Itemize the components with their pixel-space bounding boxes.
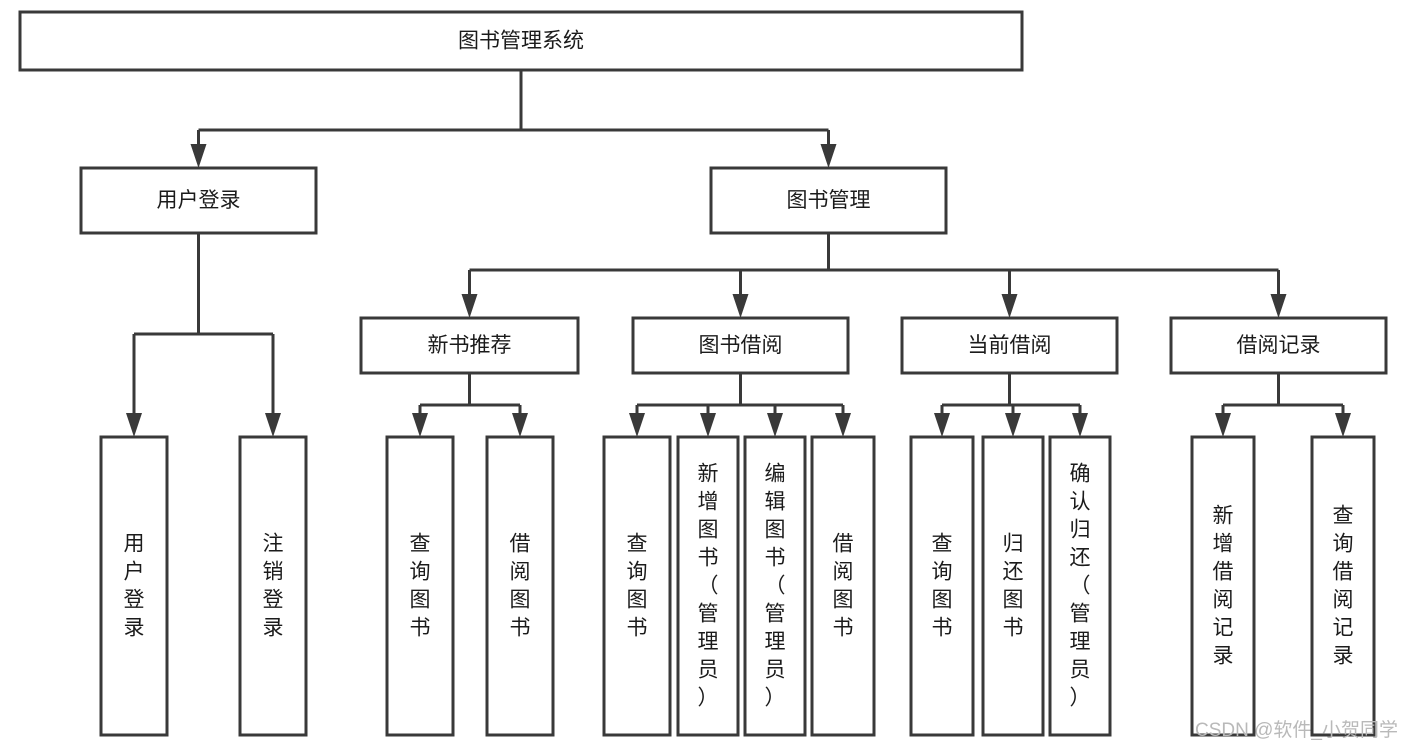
node-label-leaf-add-book: 新增图书（管理员） [698,463,719,710]
arrow-head-leaf-return-book [1005,413,1021,437]
node-box-leaf-confirm-return[interactable] [1048,435,1112,737]
node-box-leaf-user-login[interactable] [99,435,169,737]
node-box-leaf-logout[interactable] [238,435,308,737]
arrow-head-leaf-confirm-return [1072,413,1088,437]
node-leaf-add-borrow-record[interactable]: 新增借阅记录 [1190,435,1256,737]
node-box-borrow-record[interactable] [1169,316,1388,375]
node-borrow-record[interactable]: 借阅记录 [1169,316,1388,375]
arrow-head-leaf-query-book-rec [412,413,428,437]
arrow-head-leaf-borrow-book [835,413,851,437]
watermark-label: CSDN @软件_小贺同学 [1195,719,1398,741]
arrow-head-current-borrow [1001,294,1018,318]
arrow-head-leaf-query-book-cur [934,413,950,437]
node-label-leaf-user-login: 用户登录 [124,533,145,640]
node-box-new-book-recommend[interactable] [359,316,580,375]
node-label-leaf-query-book-borrow: 查询图书 [627,533,648,640]
node-label-current-borrow: 当前借阅 [968,334,1052,357]
arrow-head-leaf-logout [265,413,281,437]
node-label-leaf-borrow-book: 借阅图书 [833,533,854,640]
node-leaf-edit-book[interactable]: 编辑图书（管理员） [743,435,807,737]
arrow-head-user-login [190,144,207,168]
node-leaf-borrow-book-rec[interactable]: 借阅图书 [485,435,555,737]
node-box-root[interactable] [18,10,1024,72]
node-leaf-add-book[interactable]: 新增图书（管理员） [676,435,740,737]
node-leaf-query-book-rec[interactable]: 查询图书 [385,435,455,737]
node-box-user-login[interactable] [79,166,318,235]
connector-layer [126,70,1351,437]
arrow-head-leaf-query-book-borrow [629,413,645,437]
node-current-borrow[interactable]: 当前借阅 [900,316,1119,375]
arrow-head-leaf-edit-book [767,413,783,437]
arrow-head-new-book-recommend [461,294,478,318]
arrow-head-leaf-query-borrow-record [1335,413,1351,437]
node-label-leaf-logout: 注销登录 [263,533,284,640]
node-label-leaf-confirm-return: 确认归还（管理员） [1070,463,1091,710]
node-box-leaf-query-book-borrow[interactable] [602,435,672,737]
arrow-head-borrow-record [1270,294,1287,318]
node-leaf-confirm-return[interactable]: 确认归还（管理员） [1048,435,1112,737]
node-layer: 图书管理系统用户登录图书管理新书推荐图书借阅当前借阅借阅记录用户登录注销登录查询… [18,10,1388,737]
node-box-leaf-add-borrow-record[interactable] [1190,435,1256,737]
node-label-book-management: 图书管理 [787,189,871,212]
node-label-leaf-query-borrow-record: 查询借阅记录 [1333,505,1354,668]
node-box-current-borrow[interactable] [900,316,1119,375]
node-box-book-management[interactable] [709,166,948,235]
node-box-leaf-add-book[interactable] [676,435,740,737]
node-new-book-recommend[interactable]: 新书推荐 [359,316,580,375]
node-label-new-book-recommend: 新书推荐 [428,334,512,357]
node-leaf-query-book-borrow[interactable]: 查询图书 [602,435,672,737]
arrow-head-leaf-add-borrow-record [1215,413,1231,437]
node-label-leaf-query-book-cur: 查询图书 [932,533,953,640]
node-leaf-query-borrow-record[interactable]: 查询借阅记录 [1310,435,1376,737]
node-leaf-return-book[interactable]: 归还图书 [981,435,1045,737]
node-box-leaf-query-book-rec[interactable] [385,435,455,737]
node-label-leaf-add-borrow-record: 新增借阅记录 [1213,505,1234,668]
node-book-management[interactable]: 图书管理 [709,166,948,235]
node-box-leaf-borrow-book-rec[interactable] [485,435,555,737]
node-root[interactable]: 图书管理系统 [18,10,1024,72]
node-label-borrow-record: 借阅记录 [1237,334,1321,357]
node-label-root: 图书管理系统 [458,30,584,53]
node-box-book-borrow[interactable] [631,316,850,375]
node-label-leaf-return-book: 归还图书 [1003,533,1024,640]
node-label-leaf-query-book-rec: 查询图书 [410,533,431,640]
node-leaf-query-book-cur[interactable]: 查询图书 [909,435,975,737]
node-user-login[interactable]: 用户登录 [79,166,318,235]
node-box-leaf-return-book[interactable] [981,435,1045,737]
node-leaf-borrow-book[interactable]: 借阅图书 [810,435,876,737]
node-leaf-logout[interactable]: 注销登录 [238,435,308,737]
node-box-leaf-query-borrow-record[interactable] [1310,435,1376,737]
arrow-head-book-borrow [732,294,749,318]
node-label-leaf-edit-book: 编辑图书（管理员） [765,463,786,710]
arrow-head-book-management [820,144,837,168]
node-label-leaf-borrow-book-rec: 借阅图书 [510,533,531,640]
node-box-leaf-edit-book[interactable] [743,435,807,737]
node-box-leaf-query-book-cur[interactable] [909,435,975,737]
node-label-book-borrow: 图书借阅 [699,334,783,357]
node-box-leaf-borrow-book[interactable] [810,435,876,737]
arrow-head-leaf-user-login [126,413,142,437]
arrow-head-leaf-borrow-book-rec [512,413,528,437]
arrow-head-leaf-add-book [700,413,716,437]
node-book-borrow[interactable]: 图书借阅 [631,316,850,375]
node-label-user-login: 用户登录 [157,189,241,212]
node-leaf-user-login[interactable]: 用户登录 [99,435,169,737]
